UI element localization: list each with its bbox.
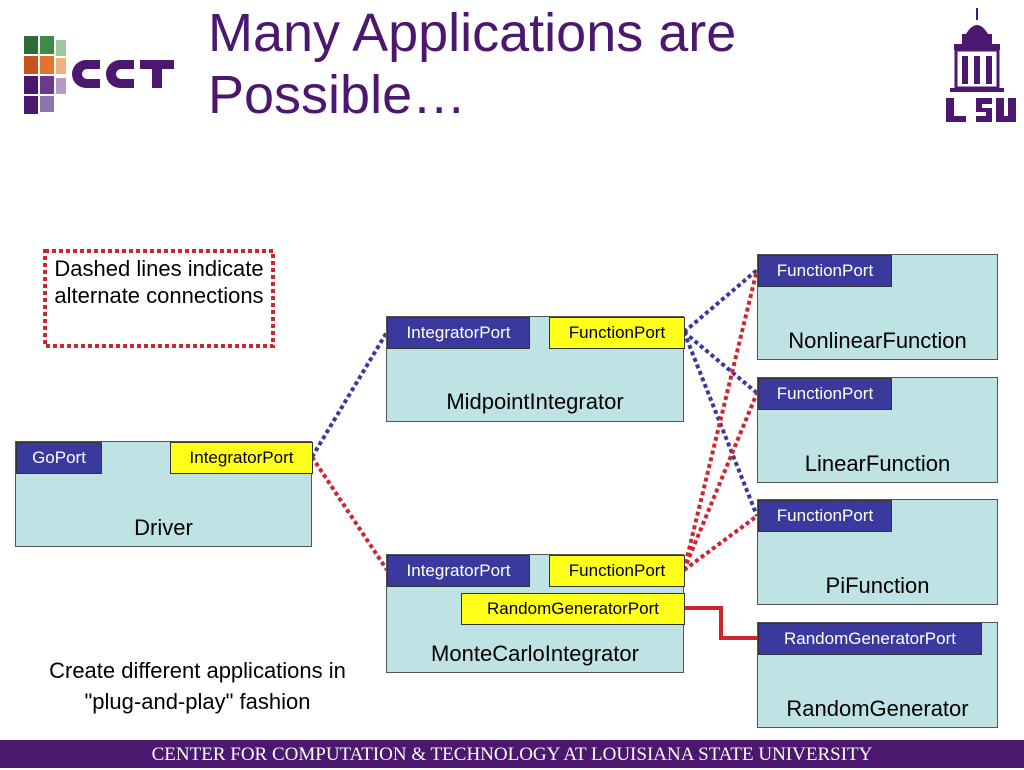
component-midpoint-integrator[interactable]: IntegratorPort FunctionPort MidpointInte…: [386, 316, 685, 422]
wire-montecarlo-linear: [682, 392, 759, 571]
wire-midpoint-nonlinear: [682, 268, 759, 334]
cct-logo: [24, 36, 174, 114]
driver-name: Driver: [134, 515, 193, 540]
note-border: [43, 249, 275, 348]
midpoint-integrator-port[interactable]: IntegratorPort: [387, 317, 530, 349]
component-driver[interactable]: GoPort IntegratorPort Driver: [15, 441, 313, 547]
driver-integrator-port[interactable]: IntegratorPort: [170, 442, 313, 474]
linear-name: LinearFunction: [804, 451, 951, 476]
montecarlo-name: MonteCarloIntegrator: [431, 641, 639, 666]
component-nonlinear-function[interactable]: FunctionPort NonlinearFunction: [757, 254, 998, 360]
wire-montecarlo-random: [684, 606, 757, 640]
legend-note: Dashed lines indicate alternate connecti…: [43, 249, 275, 348]
lsu-logo: [946, 8, 1016, 122]
component-montecarlo-integrator[interactable]: IntegratorPort FunctionPort RandomGenera…: [386, 554, 685, 673]
wire-driver-midpoint: [310, 330, 389, 459]
nonlinear-name: NonlinearFunction: [788, 328, 967, 353]
footer-bar: CENTER FOR COMPUTATION & TECHNOLOGY AT L…: [0, 740, 1024, 768]
component-pi-function[interactable]: FunctionPort PiFunction: [757, 499, 998, 605]
pi-function-port[interactable]: FunctionPort: [758, 500, 892, 532]
montecarlo-random-port[interactable]: RandomGeneratorPort: [461, 593, 685, 625]
note-text: Dashed lines indicate alternate connecti…: [54, 256, 264, 308]
wire-montecarlo-pi: [682, 514, 759, 572]
driver-go-port[interactable]: GoPort: [16, 442, 102, 474]
montecarlo-function-port[interactable]: FunctionPort: [549, 555, 685, 587]
slide-title: Many Applications are Possible…: [208, 3, 737, 125]
connection-wires: [310, 268, 759, 640]
montecarlo-integrator-port[interactable]: IntegratorPort: [387, 555, 530, 587]
component-random-generator[interactable]: RandomGeneratorPort RandomGenerator: [757, 622, 998, 728]
linear-function-port[interactable]: FunctionPort: [758, 378, 892, 410]
pi-name: PiFunction: [825, 573, 930, 598]
wire-driver-montecarlo: [310, 455, 389, 572]
wire-montecarlo-nonlinear: [682, 269, 759, 571]
random-generator-port[interactable]: RandomGeneratorPort: [758, 623, 982, 655]
wire-midpoint-linear: [682, 330, 759, 395]
nonlinear-function-port[interactable]: FunctionPort: [758, 255, 892, 287]
random-name: RandomGenerator: [786, 696, 969, 721]
bottom-caption: Create different applications in "plug-a…: [49, 658, 346, 714]
midpoint-function-port[interactable]: FunctionPort: [549, 317, 685, 349]
midpoint-name: MidpointIntegrator: [446, 389, 624, 414]
component-linear-function[interactable]: FunctionPort LinearFunction: [757, 377, 998, 483]
